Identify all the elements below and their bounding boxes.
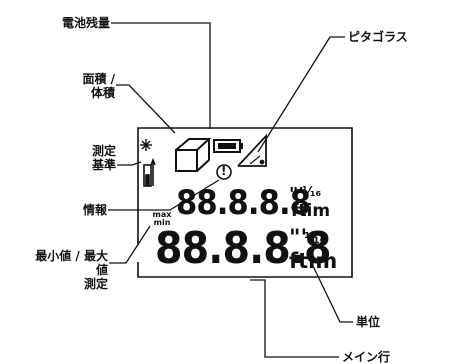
upper-digits: 88.8.8.8 [176, 183, 311, 223]
leader-reference [117, 161, 142, 166]
label-reference: 測定 基準 [70, 144, 116, 172]
reference-icon [143, 157, 156, 187]
lower-unit: ftim [289, 249, 338, 273]
label-minmax: 最小値 / 最大 値 測定 [4, 249, 108, 291]
max-label: max [152, 210, 172, 219]
lower-quote: "' [289, 226, 308, 251]
cube-icon [175, 138, 212, 172]
main-digits: 88.8.8.8 [155, 223, 332, 274]
label-reference-line1: 測定 [91, 144, 116, 158]
label-info: 情報 [82, 203, 107, 217]
label-minmax-line1: 最小値 / 最大 [35, 249, 108, 263]
leader-unit [312, 265, 353, 323]
label-main-line: メイン行 [342, 350, 391, 364]
pythagoras-icon [237, 133, 267, 167]
label-unit: 単位 [356, 315, 381, 329]
max-min-indicator: max min [152, 211, 172, 227]
label-battery-level: 電池残量 [61, 16, 110, 30]
label-minmax-line2: 値 [95, 263, 108, 277]
upper-fraction: ¹⁄₁₆ [302, 185, 322, 200]
leader-main-line [250, 279, 339, 358]
label-minmax-line3: 測定 [83, 277, 108, 291]
label-area-volume: 面積 / 体積 [60, 72, 115, 100]
leader-pythagoras [257, 36, 345, 153]
label-area-volume-line1: 面積 / [82, 72, 115, 86]
min-label: min [153, 218, 171, 227]
upper-unit: ftim [291, 201, 331, 221]
leader-area-volume [116, 84, 176, 134]
info-symbol: ! [221, 164, 227, 178]
label-pythagoras: ピタゴラス [348, 30, 408, 44]
upper-quote: "' [289, 184, 304, 205]
battery-icon [213, 139, 243, 153]
leader-battery [111, 22, 211, 129]
laser-star-icon [140, 139, 152, 151]
lower-fraction: ¹⁄₁₆ [304, 229, 327, 247]
label-area-volume-line2: 体積 [90, 86, 115, 100]
label-reference-line2: 基準 [91, 158, 116, 172]
leader-minmax [109, 225, 151, 264]
